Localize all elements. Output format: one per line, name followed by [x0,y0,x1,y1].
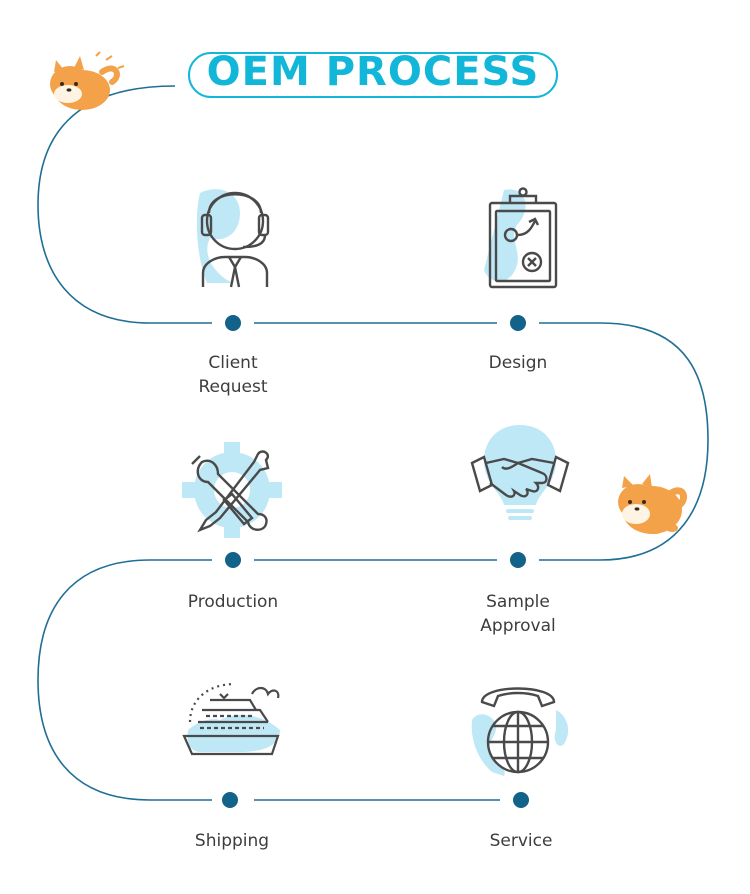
step-label-line: Request [198,377,268,397]
handshake-icon [470,425,570,520]
cruise-ship-icon [182,682,280,756]
step-label-sample-approval: Sample Approval [438,590,598,638]
shiba-dog-mascot-top [50,51,125,110]
step-label-design: Design [438,351,598,375]
step-node-shipping [222,792,238,808]
step-label-shipping: Shipping [152,829,312,853]
headset-agent-icon [196,189,270,288]
step-label-line: Approval [480,616,556,636]
step-node-design [510,315,526,331]
step-label-line: Design [488,353,548,373]
step-node-service [513,792,529,808]
step-label-line: Service [489,831,553,851]
page-title: OEM PROCESS [206,49,540,95]
step-label-line: Sample [486,592,550,612]
step-node-production [225,552,241,568]
shiba-dog-mascot-right [618,474,687,534]
step-label-service: Service [441,829,601,853]
title-frame [188,52,558,98]
step-label-line: Client [208,353,258,373]
tools-gear-icon [182,442,282,538]
step-node-sample-approval [510,552,526,568]
clipboard-strategy-icon [484,187,558,289]
step-label-line: Production [187,592,279,612]
step-label-production: Production [153,590,313,614]
process-path [37,85,709,801]
step-label-client-request: Client Request [153,351,313,399]
step-node-client-request [225,315,241,331]
globe-phone-icon [471,687,569,776]
step-label-line: Shipping [194,831,270,851]
